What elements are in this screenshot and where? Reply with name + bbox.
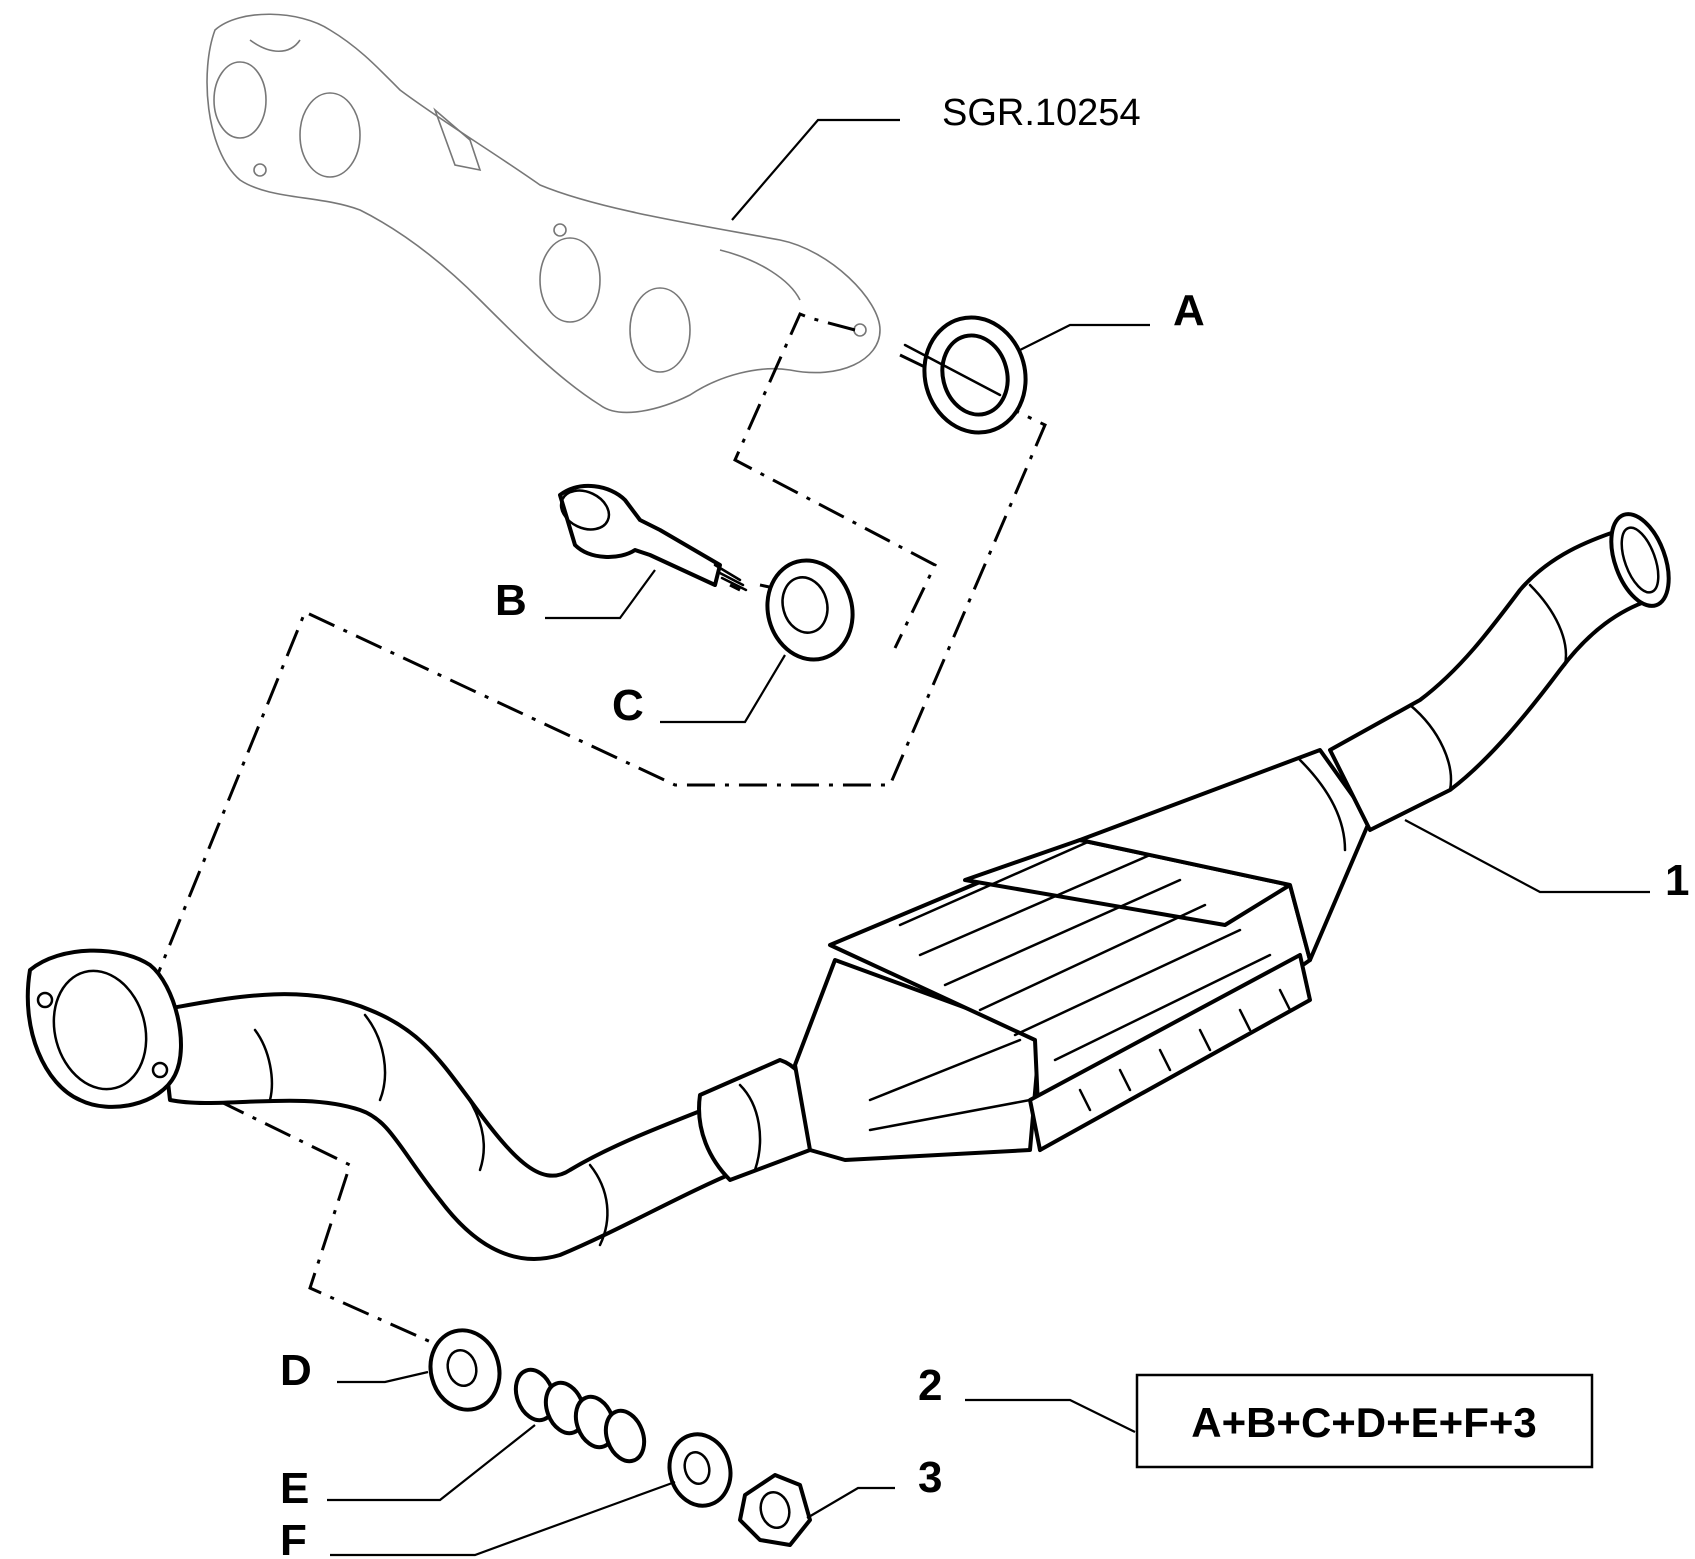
- part-c-washer: [765, 558, 855, 662]
- label-e: E: [280, 1464, 309, 1513]
- label-f: F: [280, 1516, 307, 1559]
- part-3-hex-nut: [738, 1473, 812, 1547]
- leader-lines: [327, 118, 1650, 1557]
- label-1: 1: [1665, 856, 1689, 905]
- label-b: B: [495, 576, 527, 625]
- exhaust-manifold-ghost: [206, 13, 881, 414]
- label-d: D: [280, 1346, 312, 1395]
- label-a: A: [1173, 286, 1205, 335]
- part-a-gasket: [903, 315, 1028, 435]
- catalytic-converter-pipe: [25, 512, 1671, 1261]
- part-d-washer: [428, 1328, 502, 1412]
- label-2: 2: [918, 1361, 942, 1410]
- part-f-washer: [667, 1432, 733, 1508]
- kit-box: A+B+C+D+E+F+3: [1135, 1373, 1594, 1469]
- kit-box-text: A+B+C+D+E+F+3: [1191, 1399, 1537, 1446]
- label-reference: SGR.10254: [942, 92, 1141, 134]
- part-e-spring: [513, 1367, 647, 1464]
- label-c: C: [612, 681, 644, 730]
- part-b-stud-bolt: [558, 483, 748, 592]
- label-3: 3: [918, 1453, 942, 1502]
